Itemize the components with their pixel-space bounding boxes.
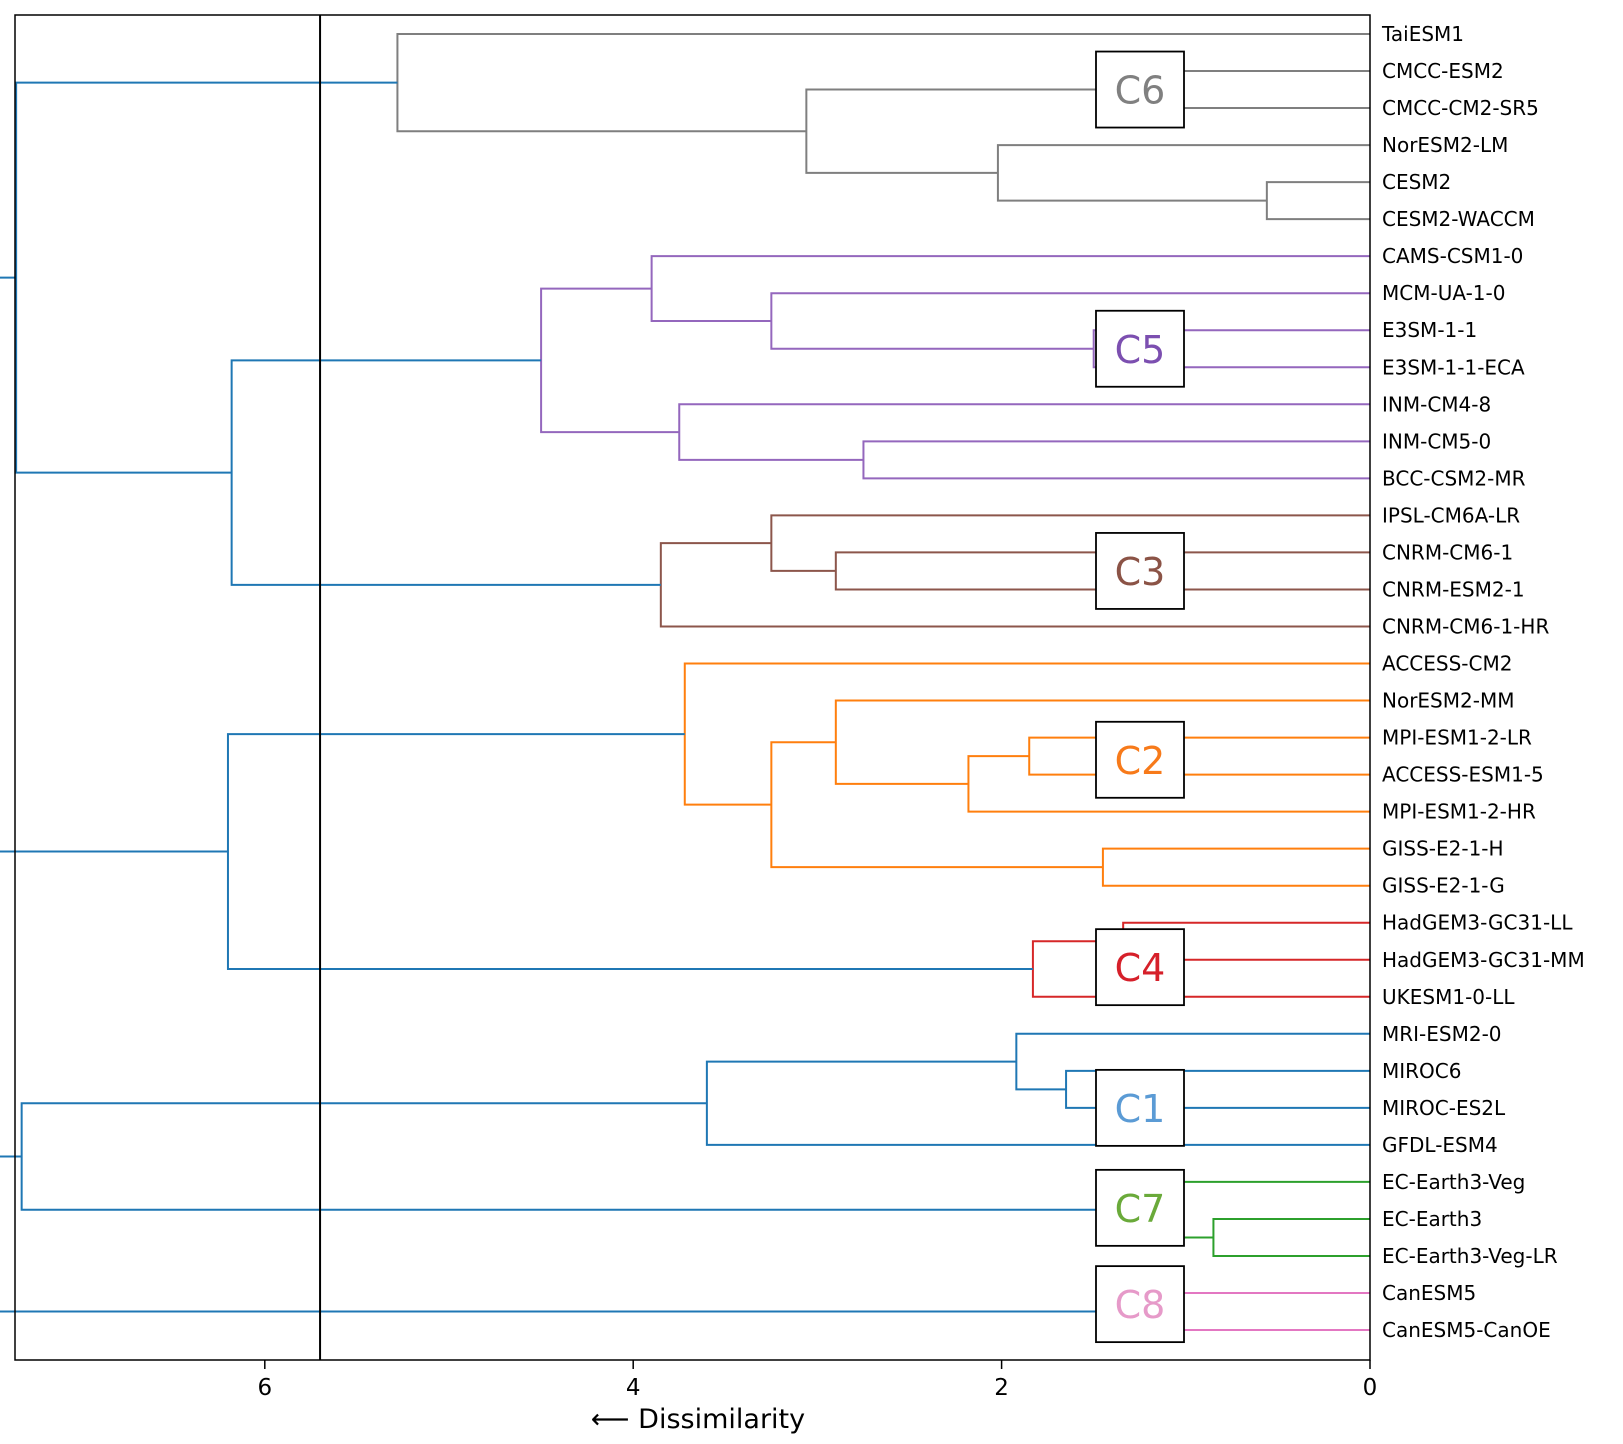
cluster-box xyxy=(1095,1068,1185,1147)
cluster-label: C4 xyxy=(1115,946,1166,990)
link-m16 xyxy=(15,81,398,474)
leaf-label: INM-CM4-8 xyxy=(1382,392,1491,416)
link-m5 xyxy=(396,33,1370,133)
cluster-c1: C1 xyxy=(1095,1068,1185,1147)
link-m9 xyxy=(862,440,1370,480)
cluster-box xyxy=(1095,1168,1185,1247)
leaf-label: CMCC-ESM2 xyxy=(1382,59,1504,83)
cluster-c8: C8 xyxy=(1095,1265,1185,1344)
cluster-c5: C5 xyxy=(1095,309,1185,388)
leaf-label: INM-CM5-0 xyxy=(1382,429,1491,453)
leaf-label: HadGEM3-GC31-MM xyxy=(1382,948,1585,972)
link-m10 xyxy=(678,403,1370,461)
leaf-label: GFDL-ESM4 xyxy=(1382,1133,1498,1157)
leaf-label: CAMS-CSM1-0 xyxy=(1382,244,1523,268)
x-axis-title: ⟵ Dissimilarity xyxy=(591,1404,805,1435)
cluster-c2: C2 xyxy=(1095,720,1185,799)
leaf-label: GISS-E2-1-H xyxy=(1382,837,1504,861)
cluster-box xyxy=(1095,50,1185,129)
leaf-label: EC-Earth3 xyxy=(1382,1207,1482,1231)
cluster-box xyxy=(1095,720,1185,799)
link-m21 xyxy=(770,741,1103,869)
leaf-label: CNRM-CM6-1 xyxy=(1382,540,1513,564)
leaf-label: HadGEM3-GC31-LL xyxy=(1382,911,1573,935)
link-m24 xyxy=(1031,940,1370,998)
link-m8 xyxy=(650,255,1370,322)
link-m20 xyxy=(1101,847,1370,887)
cluster-label: C3 xyxy=(1115,550,1166,594)
cluster-box xyxy=(1095,309,1185,388)
cluster-box xyxy=(1095,928,1185,1007)
link-m25 xyxy=(226,733,1033,971)
leaf-label: GISS-E2-1-G xyxy=(1382,874,1505,898)
leaf-label: E3SM-1-1 xyxy=(1382,318,1477,342)
cluster-label: C8 xyxy=(1115,1283,1166,1327)
link-m3 xyxy=(996,144,1370,202)
leaf-label: MPI-ESM1-2-HR xyxy=(1382,800,1536,824)
leaf-label: EC-Earth3-Veg xyxy=(1382,1170,1525,1194)
link-m13 xyxy=(770,514,1370,572)
link-m7 xyxy=(770,292,1370,350)
leaf-label: IPSL-CM6A-LR xyxy=(1382,503,1520,527)
leaf-label: ACCESS-CM2 xyxy=(1382,652,1512,676)
cluster-box xyxy=(1095,1265,1185,1344)
leaf-label: CNRM-ESM2-1 xyxy=(1382,577,1525,601)
link-m11 xyxy=(540,287,680,434)
leaf-label: TaiESM1 xyxy=(1381,22,1464,46)
link-m2 xyxy=(1265,181,1370,221)
link-m1 xyxy=(1181,70,1370,110)
link-m32 xyxy=(20,1102,1109,1211)
cluster-label: C2 xyxy=(1115,739,1166,783)
x-tick-label: 6 xyxy=(257,1375,272,1401)
cluster-label: C5 xyxy=(1115,328,1166,372)
x-tick-label: 0 xyxy=(1363,1375,1378,1401)
plot-frame xyxy=(14,14,1371,1361)
leaf-label: CMCC-CM2-SR5 xyxy=(1382,96,1539,120)
cluster-label: C6 xyxy=(1115,69,1166,113)
x-axis: 14121086420 xyxy=(257,1360,1378,1401)
x-tick-label: 2 xyxy=(994,1375,1009,1401)
leaf-label: MRI-ESM2-0 xyxy=(1382,1022,1502,1046)
cluster-c6: C6 xyxy=(1095,50,1185,129)
leaf-label: MPI-ESM1-2-LR xyxy=(1382,726,1532,750)
link-m34 xyxy=(0,1155,1098,1313)
link-m17 xyxy=(1028,736,1370,776)
cluster-box xyxy=(1095,532,1185,610)
leaf-label: UKESM1-0-LL xyxy=(1382,985,1515,1009)
link-m28 xyxy=(1015,1032,1370,1091)
leaf-label: MIROC6 xyxy=(1382,1059,1461,1083)
link-m22 xyxy=(683,662,1370,806)
link-m29 xyxy=(705,1060,1370,1146)
leaf-label: NorESM2-MM xyxy=(1382,689,1514,713)
leaf-label: ACCESS-ESM1-5 xyxy=(1382,763,1544,787)
cluster-c4: C4 xyxy=(1095,928,1185,1007)
link-m30 xyxy=(1212,1217,1370,1257)
leaf-label: MIROC-ES2L xyxy=(1382,1096,1506,1120)
cluster-c7: C7 xyxy=(1095,1168,1185,1247)
link-m26 xyxy=(0,276,228,853)
x-tick-label: 4 xyxy=(626,1375,641,1401)
leaf-label: NorESM2-LM xyxy=(1382,133,1508,157)
leaf-label: E3SM-1-1-ECA xyxy=(1382,355,1525,379)
leaf-label: CanESM5-CanOE xyxy=(1382,1318,1551,1342)
link-m14 xyxy=(659,542,1370,628)
leaf-label: BCC-CSM2-MR xyxy=(1382,466,1526,490)
cluster-c3: C3 xyxy=(1095,532,1185,610)
cluster-label: C1 xyxy=(1115,1087,1166,1131)
leaf-label: CESM2-WACCM xyxy=(1382,207,1535,231)
leaf-label: MCM-UA-1-0 xyxy=(1382,281,1505,305)
cluster-label: C7 xyxy=(1115,1187,1166,1231)
leaf-label: CNRM-CM6-1-HR xyxy=(1382,614,1549,638)
leaf-label: EC-Earth3-Veg-LR xyxy=(1382,1244,1558,1268)
leaf-label: CanESM5 xyxy=(1382,1281,1476,1305)
leaf-label: CESM2 xyxy=(1382,170,1451,194)
link-m15 xyxy=(230,359,661,586)
